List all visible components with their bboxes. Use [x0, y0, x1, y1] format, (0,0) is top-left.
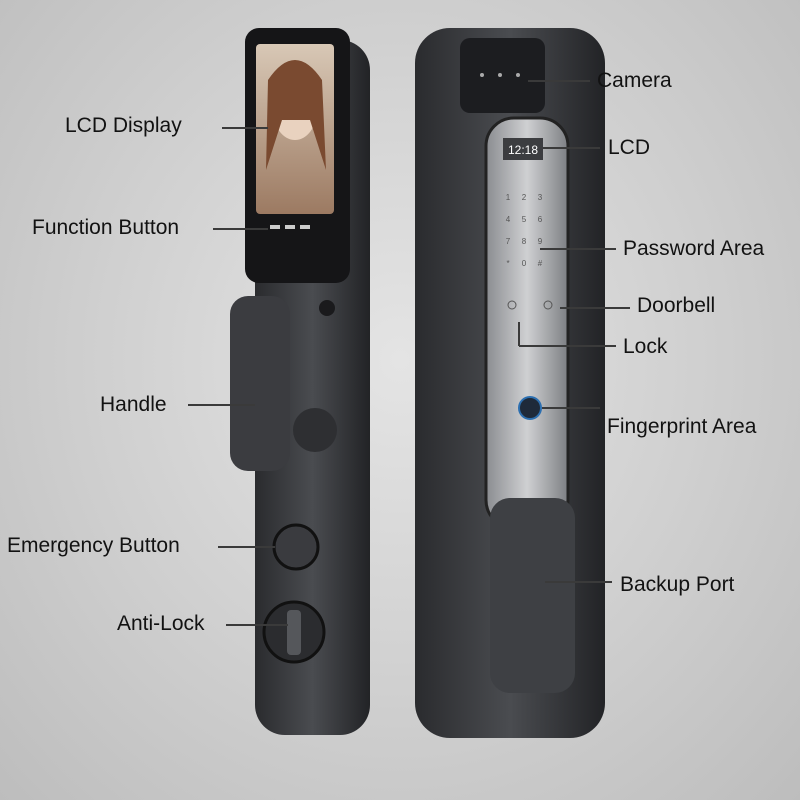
- leader-line: [545, 581, 612, 583]
- handle-shape: [230, 296, 290, 471]
- svg-text:0: 0: [522, 259, 527, 268]
- label-fingerprint-area: Fingerprint Area: [607, 415, 757, 438]
- svg-text:7: 7: [506, 237, 511, 246]
- label-backup-port: Backup Port: [620, 573, 735, 596]
- lcd-time: 12:18: [508, 143, 538, 157]
- anti-lock-knob: [287, 610, 301, 655]
- keypad: 1 2 3 4 5 6 7 8 9 * 0 #: [506, 193, 543, 268]
- right-lock: 12:18 1 2 3 4 5 6 7 8 9 * 0 #: [415, 28, 605, 738]
- svg-text:2: 2: [522, 193, 527, 202]
- label-camera: Camera: [597, 69, 672, 92]
- svg-text:9: 9: [538, 237, 543, 246]
- leader-line: [222, 127, 268, 129]
- label-emergency-button: Emergency Button: [7, 534, 180, 557]
- label-anti-lock: Anti-Lock: [117, 612, 205, 635]
- leader-line: [188, 404, 255, 406]
- leader-line: [540, 248, 616, 250]
- svg-text:3: 3: [538, 193, 543, 202]
- camera-housing: [460, 38, 545, 113]
- front-panel: [484, 116, 570, 530]
- label-lcd: LCD: [608, 136, 651, 159]
- emergency-button-shape: [272, 523, 320, 571]
- label-doorbell: Doorbell: [637, 294, 716, 317]
- svg-text:4: 4: [506, 215, 511, 224]
- leader-line: [518, 322, 520, 346]
- svg-text:*: *: [506, 259, 509, 268]
- backup-port-cover: [490, 498, 575, 693]
- leader-line: [528, 80, 590, 82]
- label-password-area: Password Area: [623, 237, 765, 260]
- label-lcd-display: LCD Display: [65, 114, 182, 137]
- label-function-button: Function Button: [32, 216, 180, 239]
- label-handle: Handle: [100, 393, 167, 416]
- fingerprint-sensor: [518, 396, 542, 420]
- svg-text:1: 1: [506, 193, 511, 202]
- svg-text:6: 6: [538, 215, 543, 224]
- leader-line: [213, 228, 268, 230]
- leader-line: [543, 147, 600, 149]
- svg-text:#: #: [538, 259, 543, 268]
- leader-line: [218, 546, 275, 548]
- left-lock: [230, 28, 370, 735]
- leader-line: [560, 307, 630, 309]
- label-lock: Lock: [623, 335, 668, 358]
- leader-line: [542, 407, 600, 409]
- leader-line: [226, 624, 288, 626]
- leader-line: [519, 345, 616, 347]
- svg-text:5: 5: [522, 215, 527, 224]
- svg-text:8: 8: [522, 237, 527, 246]
- lcd-screen: [503, 138, 543, 160]
